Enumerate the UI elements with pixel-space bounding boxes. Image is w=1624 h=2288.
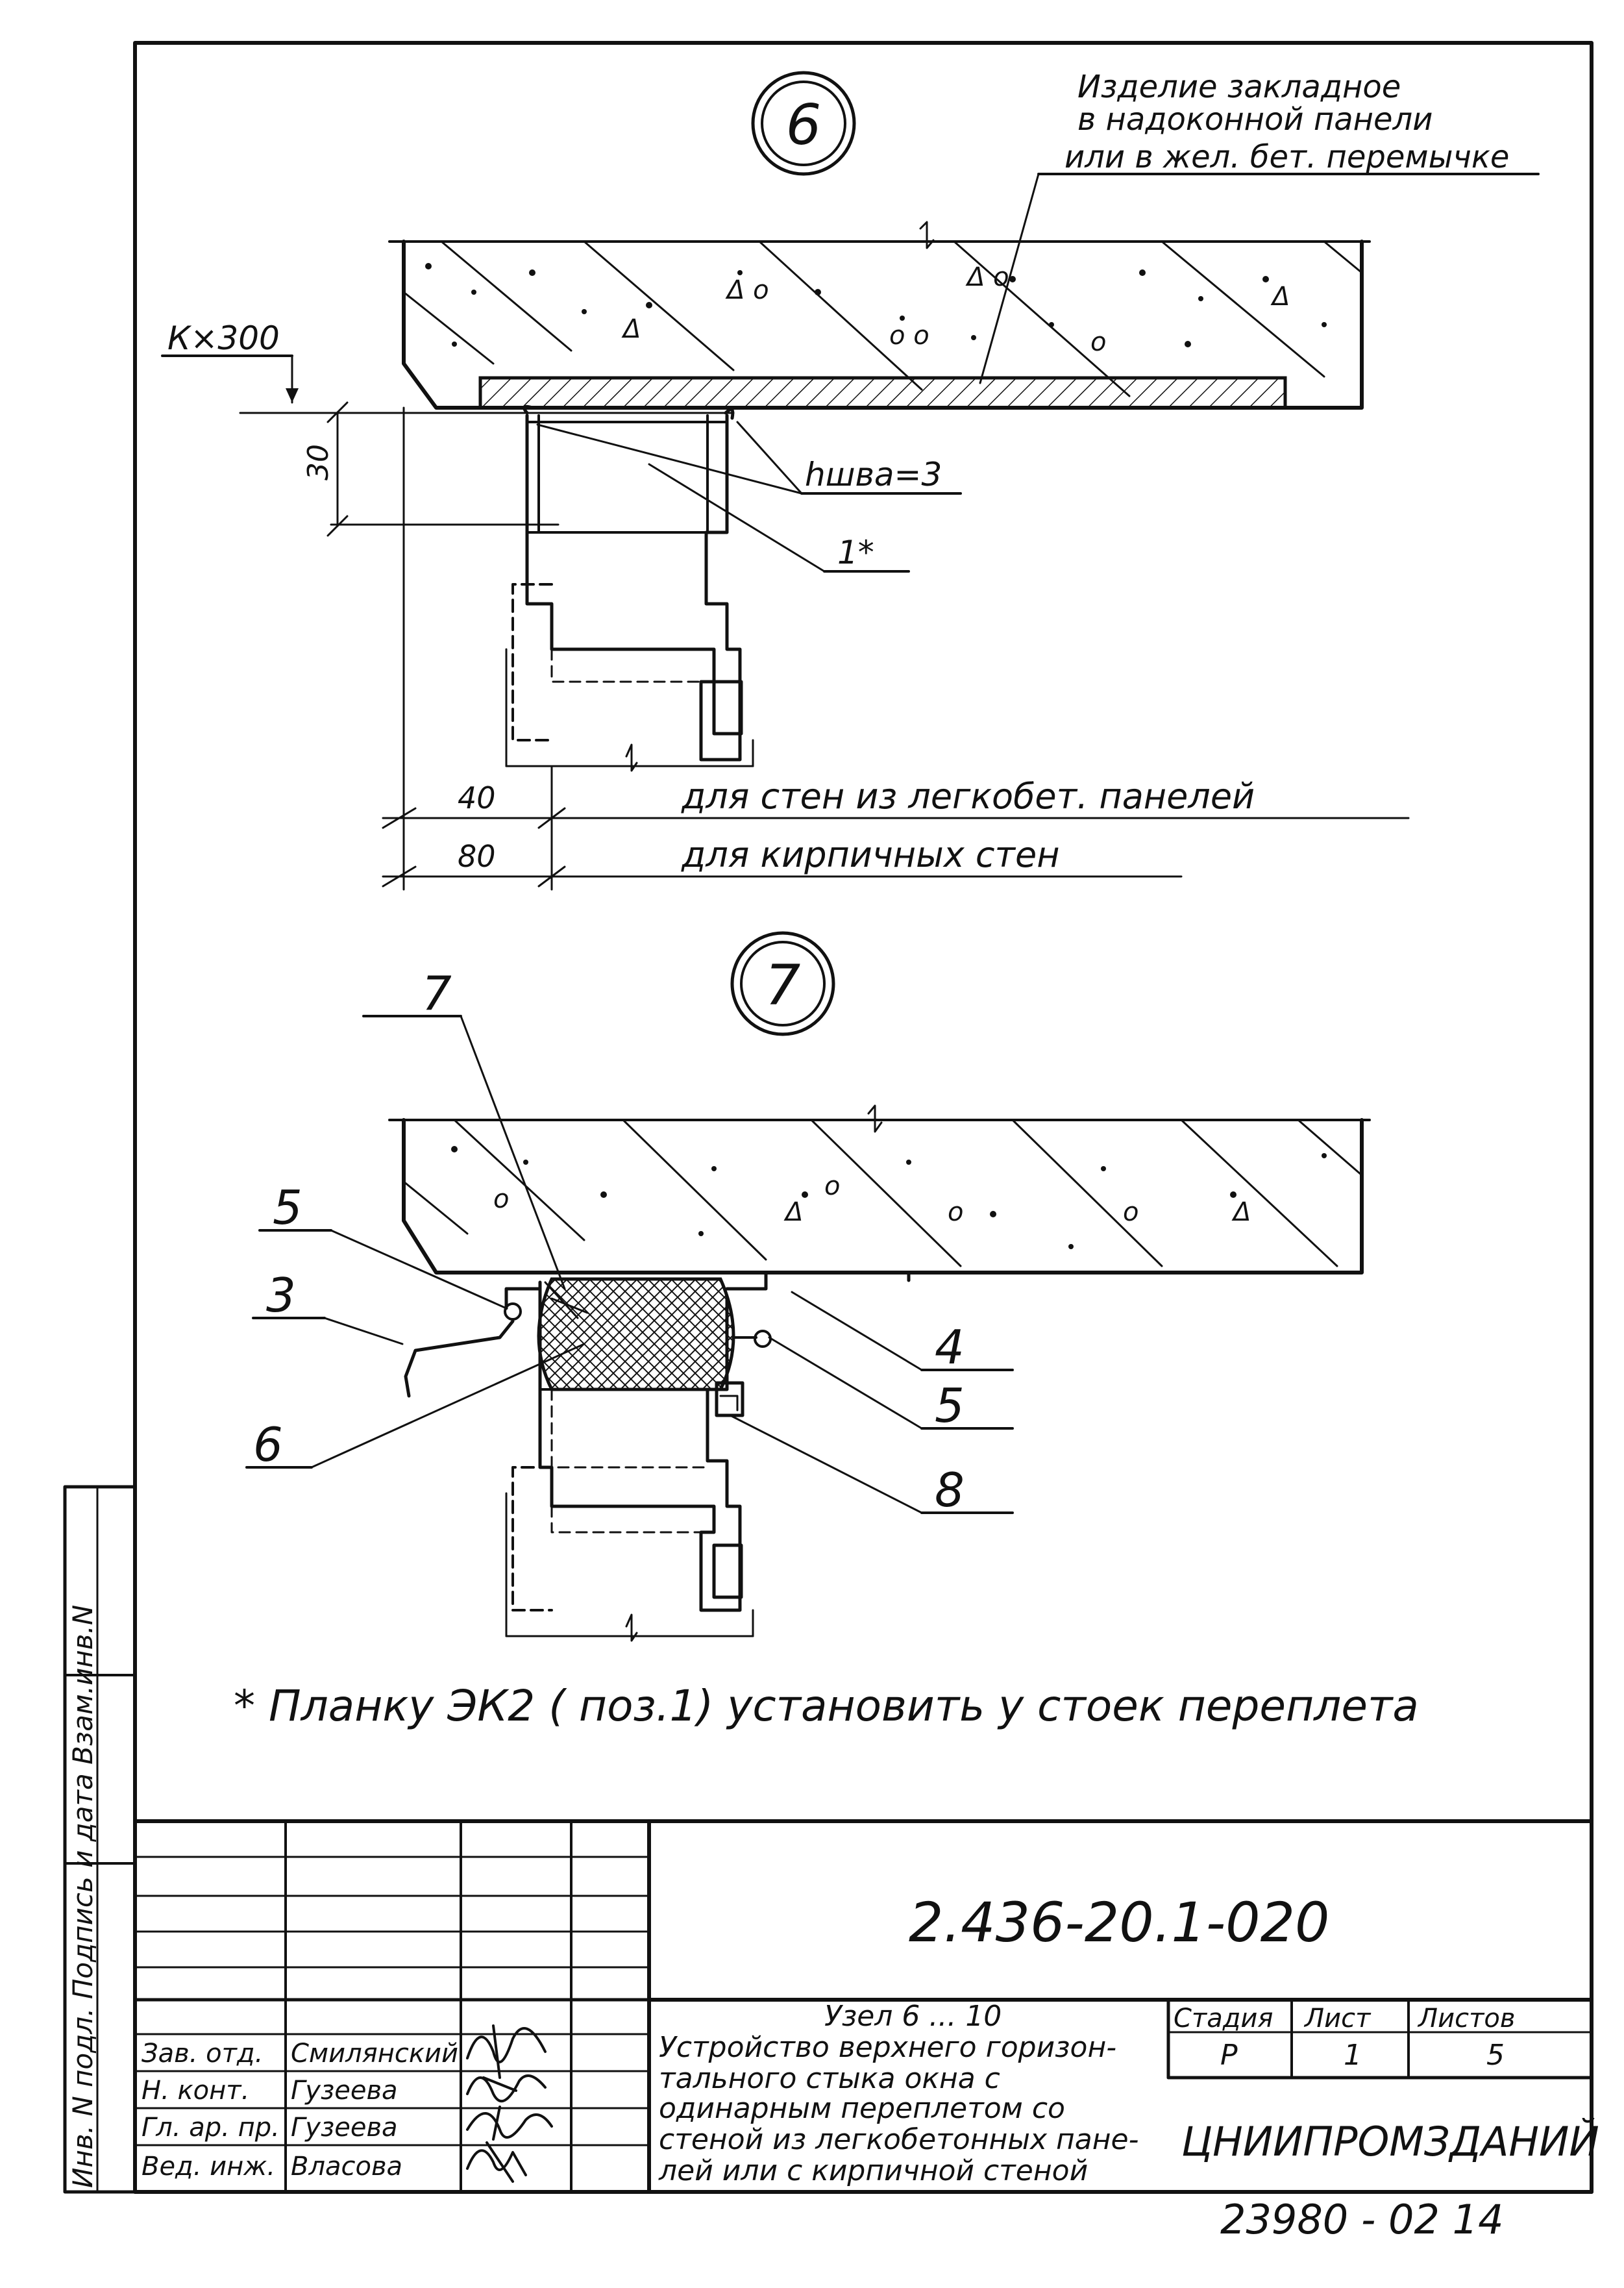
header-sheet: Лист [1303, 2004, 1372, 2033]
note-light-concrete: для стен из легкобет. панелей [681, 776, 1255, 817]
node-6-bottom-dims: 40 80 для стен из легкобет. панелей для … [382, 406, 1410, 891]
svg-text:Δ o: Δ o [965, 262, 1009, 292]
node-6-detail: 6 Изделие закладное в надоконной панели … [161, 69, 1540, 891]
callout-3: 3 [266, 1268, 296, 1323]
embedded-label-line-2: в надоконной панели [1077, 101, 1433, 138]
sealant-gasket [537, 1277, 735, 1391]
title-line-5: стеной из легкобетонных пане- [659, 2123, 1138, 2156]
sheet-frame [133, 41, 1593, 2194]
node-7-callouts: 7 5 3 6 4 5 8 [245, 966, 1014, 1517]
callout-5-right: 5 [935, 1378, 965, 1433]
node-6-window-frame [505, 404, 754, 772]
node-6-number: 6 [786, 93, 822, 158]
handwritten-signatures [466, 2024, 553, 2183]
title-line-3: тального стыка окна с [659, 2062, 1000, 2095]
callout-8: 8 [935, 1463, 965, 1517]
node-7-marker: 7 [730, 931, 835, 1036]
sign-role-4: Вед. инж. [141, 2152, 275, 2182]
svg-text:Δ: Δ [1231, 1197, 1251, 1227]
embedded-label-line-3: или в жел. бет. перемычке [1064, 139, 1509, 175]
pos1-callout: 1* [648, 463, 910, 573]
side-stamp-text: Инв. N подл. Подпись и дата Взам.инв.N [67, 1605, 99, 2188]
svg-text:o: o [1090, 327, 1106, 357]
svg-text:o o: o o [889, 321, 929, 351]
sign-name-3: Гузеева [291, 2113, 398, 2143]
svg-text:Δ: Δ [783, 1197, 803, 1227]
node-6-embedded-label: Изделие закладное в надоконной панели ил… [979, 69, 1540, 384]
embedded-label-line-1: Изделие закладное [1077, 69, 1401, 105]
sign-role-2: Н. конт. [141, 2076, 249, 2106]
sign-role-3: Гл. ар. пр. [141, 2113, 280, 2143]
dim-30-label: 30 [302, 444, 335, 480]
node-6-concrete-panel: Δ Δ o o o Δ o Δ o [388, 221, 1371, 410]
svg-text:Δ o: Δ o [725, 275, 769, 305]
footnote: * Планку ЭК2 ( поз.1) установить у стоек… [234, 1681, 1419, 1731]
svg-text:o: o [1123, 1197, 1138, 1227]
archive-number: 23980 - 02 14 [1220, 2196, 1504, 2243]
dim-30: 30 [302, 401, 560, 537]
value-sheet: 1 [1344, 2039, 1362, 2072]
title-line-1: Узел 6 ... 10 [824, 2000, 1002, 2033]
sign-role-1: Зав. отд. [141, 2039, 263, 2069]
header-stage: Стадия [1174, 2004, 1273, 2033]
dim-k300: К×300 [161, 319, 735, 414]
node-6-marker: 6 [751, 71, 856, 176]
value-stage: Р [1220, 2039, 1238, 2072]
node-7-number: 7 [765, 953, 801, 1018]
title-block: 2.436-20.1-020 Узел 6 ... 10 Устройство … [133, 1819, 1599, 2194]
title-line-6: лей или с кирпичной стеной [658, 2154, 1088, 2187]
svg-text:o: o [493, 1184, 509, 1214]
note-brick: для кирпичных стен [681, 834, 1060, 875]
organization: ЦНИИПРОМЗДАНИЙ [1181, 2117, 1599, 2165]
dim-80-label: 80 [458, 839, 496, 874]
node-7-hardware [404, 1271, 911, 1417]
svg-text:o: o [824, 1171, 840, 1201]
callout-6: 6 [253, 1417, 283, 1472]
weld-label: hшва=3 [805, 456, 942, 493]
callout-7: 7 [422, 966, 452, 1021]
value-sheets: 5 [1486, 2039, 1505, 2072]
pos1-label: 1* [837, 534, 874, 571]
title-line-4: одинарным переплетом со [659, 2092, 1065, 2125]
dim-40-label: 40 [458, 780, 496, 815]
dim-k300-label: К×300 [167, 319, 280, 357]
callout-4: 4 [935, 1320, 965, 1374]
svg-text:o: o [948, 1197, 963, 1227]
weld-callout: hшва=3 [536, 421, 962, 495]
side-stamp: Инв. N подл. Подпись и дата Взам.инв.N [63, 1485, 137, 2194]
svg-text:Δ: Δ [621, 314, 641, 344]
embedded-plate [478, 376, 1287, 410]
header-sheets: Листов [1417, 2004, 1515, 2033]
node-7-detail: 7 o Δ o Δ o o [245, 931, 1371, 1642]
callout-5-left: 5 [273, 1180, 302, 1235]
svg-text:Δ: Δ [1270, 282, 1290, 312]
sign-name-4: Власова [291, 2152, 402, 2182]
drawing-code: 2.436-20.1-020 [909, 1891, 1329, 1954]
title-line-2: Устройство верхнего горизон- [659, 2031, 1116, 2064]
sign-name-1: Смилянский [291, 2039, 458, 2069]
node-7-concrete-panel: o Δ o Δ o o [388, 1104, 1371, 1275]
sign-name-2: Гузеева [291, 2076, 398, 2106]
